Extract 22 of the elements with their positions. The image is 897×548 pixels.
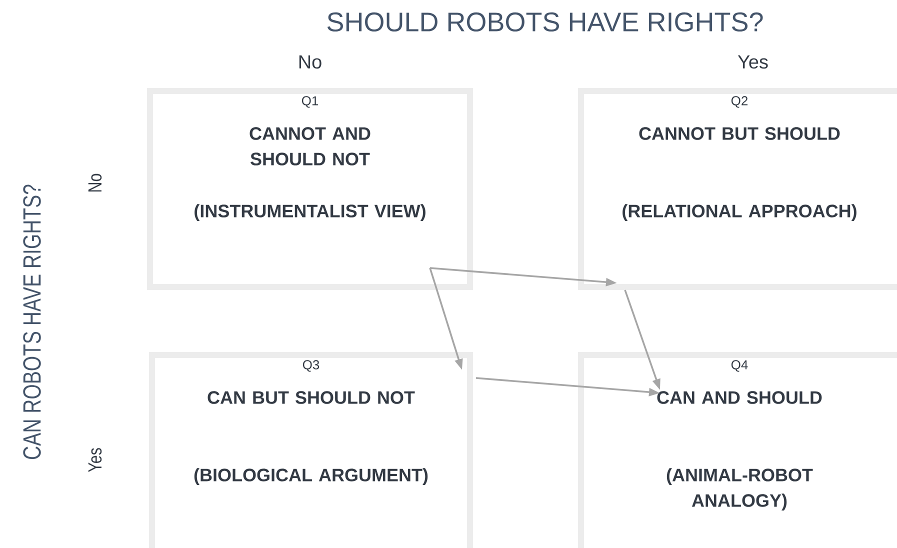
quadrant-box: [578, 88, 897, 290]
title: SHOULD ROBOTS HAVE RIGHTS?: [327, 12, 763, 32]
quadrant-number: Q1: [302, 96, 318, 108]
quadrant-box: [147, 88, 473, 290]
row-label: Yes: [88, 448, 102, 472]
quadrant-heading: CANNOT BUT SHOULD: [639, 127, 840, 140]
quadrant-box: [578, 352, 897, 548]
quadrant-heading: CANNOT AND SHOULD NOT: [250, 127, 370, 166]
column-label: Yes: [738, 55, 768, 69]
quadrant-heading: CAN BUT SHOULD NOT: [208, 391, 415, 404]
quadrant-number: Q2: [731, 96, 748, 108]
quadrant-number: Q3: [302, 360, 320, 372]
quadrant-number: Q4: [731, 360, 748, 372]
column-label: No: [299, 55, 322, 69]
row-label: No: [88, 174, 102, 192]
quadrant-box: [149, 352, 473, 548]
quadrant-subheading: (RELATIONAL APPROACH): [622, 204, 856, 221]
quadrant-subheading: (INSTRUMENTALIST VIEW): [194, 204, 426, 221]
axis-title: CAN ROBOTS HAVE RIGHTS?: [23, 184, 41, 459]
quadrant-subheading: (ANIMAL-ROBOT ANALOGY): [666, 468, 813, 510]
quadrant-subheading: (BIOLOGICAL ARGUMENT): [194, 468, 428, 485]
quadrant-heading: CAN AND SHOULD: [657, 391, 822, 404]
